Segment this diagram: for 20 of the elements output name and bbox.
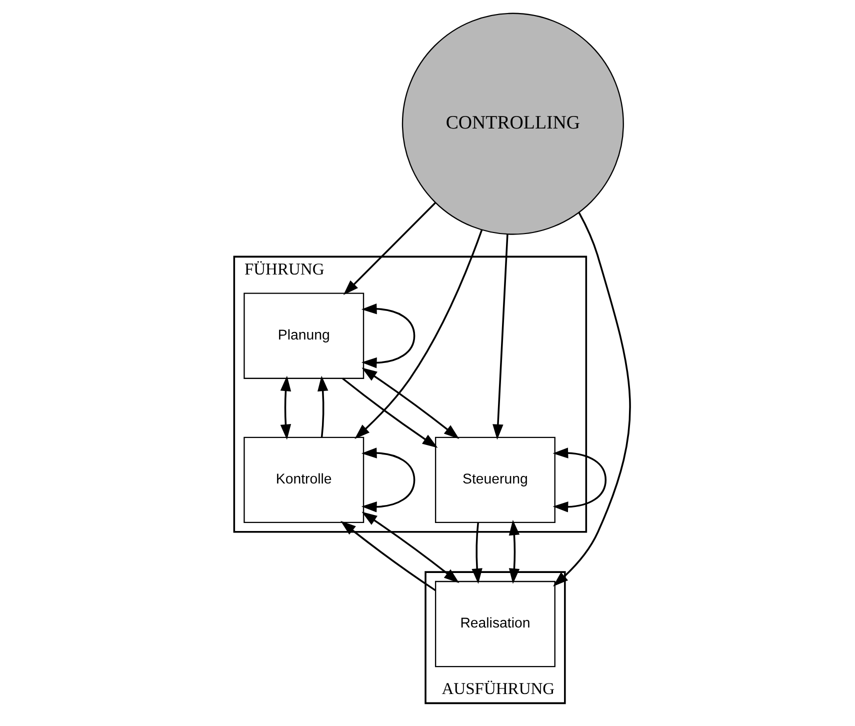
arrow	[342, 378, 438, 448]
node-box: Kontrolle	[244, 436, 364, 524]
node-box: Steuerung	[434, 436, 556, 524]
arrow	[318, 376, 328, 438]
arrow	[508, 520, 520, 584]
arrow	[362, 512, 460, 584]
arrow	[361, 448, 416, 512]
arrow	[552, 212, 631, 586]
arrow	[280, 376, 292, 440]
arrow	[343, 202, 436, 296]
arrow	[340, 520, 436, 592]
arrow	[552, 448, 607, 512]
arrow	[472, 522, 482, 584]
arrow	[354, 230, 483, 439]
arrow	[361, 303, 416, 368]
arrow	[362, 368, 460, 439]
node-circle: CONTROLLING	[402, 12, 624, 235]
node-box: Realisation	[434, 580, 556, 668]
arrow	[492, 234, 508, 440]
node-box: Planung	[244, 292, 364, 379]
